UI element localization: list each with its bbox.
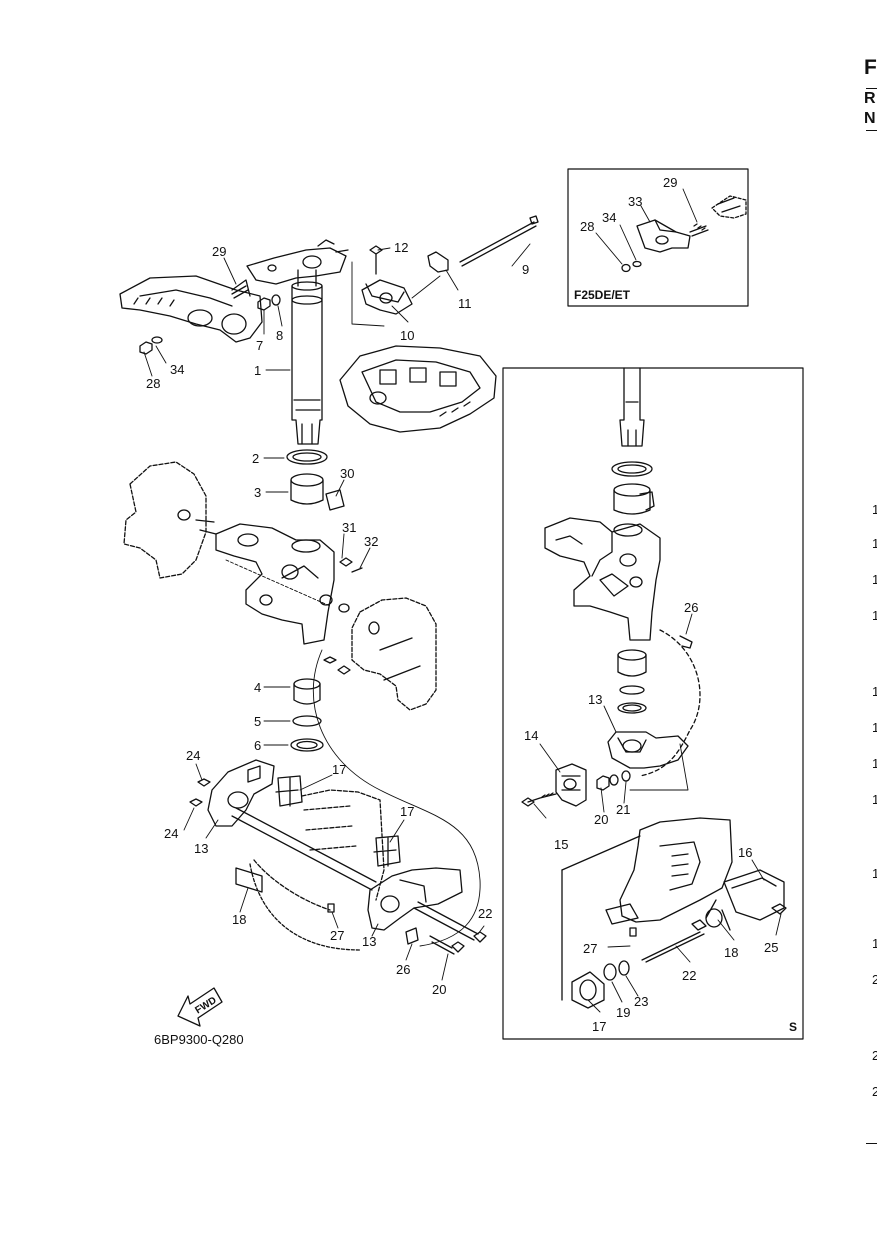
inset-top-leaders <box>595 188 698 265</box>
callout-22-inset: 22 <box>682 968 696 983</box>
edge-rule-bottom <box>866 1143 877 1144</box>
edge-row-number: 1 <box>872 866 877 881</box>
edge-row-number: 1 <box>872 502 877 517</box>
edge-row-number: 1 <box>872 608 877 623</box>
callout-29-inset: 29 <box>663 175 677 190</box>
section-marker: S <box>789 1020 797 1034</box>
callout-13-left: 13 <box>194 841 208 856</box>
callout-4: 4 <box>254 680 261 695</box>
edge-row-number: 2 <box>872 1084 877 1099</box>
inset-frame-right <box>502 367 804 1040</box>
callout-13-right: 13 <box>362 934 376 949</box>
callout-11: 11 <box>458 296 472 311</box>
upper-bracket-29 <box>119 275 281 355</box>
callout-33-inset: 33 <box>628 194 642 209</box>
main-callouts: 29 12 9 11 10 8 7 34 28 1 2 30 3 31 32 4… <box>146 240 529 997</box>
edge-row-number: 1 <box>872 684 877 699</box>
callout-17-left: 17 <box>332 762 346 777</box>
lower-mount-assembly <box>189 759 487 955</box>
callout-28-main: 28 <box>146 376 160 391</box>
edge-row-number: 1 <box>872 792 877 807</box>
callout-24-upper: 24 <box>186 748 200 763</box>
inset-top-callouts: 29 33 34 28 <box>580 175 677 234</box>
callout-23-inset: 23 <box>634 994 648 1009</box>
edge-row-number: 1 <box>872 536 877 551</box>
edge-header-letter-r: R <box>864 90 876 107</box>
callout-8: 8 <box>276 328 283 343</box>
callout-7: 7 <box>256 338 263 353</box>
fwd-arrow <box>177 987 223 1027</box>
callout-1: 1 <box>254 363 261 378</box>
edge-row-number: 1 <box>872 936 877 951</box>
callout-18-main: 18 <box>232 912 246 927</box>
clamp-and-swivel-bracket <box>123 449 481 947</box>
callout-26-inset: 26 <box>684 600 698 615</box>
reference-code: 6BP9300-Q280 <box>154 1032 244 1047</box>
callout-29-main: 29 <box>212 244 226 259</box>
callout-17-right: 17 <box>400 804 414 819</box>
callout-25-inset: 25 <box>764 940 778 955</box>
callout-12: 12 <box>394 240 408 255</box>
lower-cowling-base <box>339 345 497 433</box>
callout-34-main: 34 <box>170 362 184 377</box>
edge-row-number: 1 <box>872 572 877 587</box>
callout-24-lower: 24 <box>164 826 178 841</box>
callout-5: 5 <box>254 714 261 729</box>
callout-20-inset: 20 <box>594 812 608 827</box>
callout-10: 10 <box>400 328 414 343</box>
callout-34-inset: 34 <box>602 210 616 225</box>
callout-22-main: 22 <box>478 906 492 921</box>
callout-17-inset: 17 <box>592 1019 606 1034</box>
callout-18-inset: 18 <box>724 945 738 960</box>
callout-20-main: 20 <box>432 982 446 997</box>
callout-31: 31 <box>342 520 356 535</box>
callout-16-inset: 16 <box>738 845 752 860</box>
inset-right-drawing <box>521 367 787 1009</box>
callout-32: 32 <box>364 534 378 549</box>
edge-row-number: 1 <box>872 720 877 735</box>
callout-19-inset: 19 <box>616 1005 630 1020</box>
edge-header-letter-n: N <box>864 110 876 127</box>
edge-row-number: 2 <box>872 972 877 987</box>
callout-30: 30 <box>340 466 354 481</box>
edge-row-number: 1 <box>872 756 877 771</box>
bracket-10-and-link <box>351 215 539 327</box>
edge-rule-mid <box>866 130 877 131</box>
callout-3: 3 <box>254 485 261 500</box>
inset-model-label: F25DE/ET <box>574 288 631 302</box>
callout-15-inset: 15 <box>554 837 568 852</box>
steering-arm-and-shaft <box>246 239 349 445</box>
edge-rule-top <box>866 88 877 89</box>
main-leaders <box>143 243 531 981</box>
callout-2: 2 <box>252 451 259 466</box>
callout-21-inset: 21 <box>616 802 630 817</box>
inset-bracket-drawing <box>621 195 747 273</box>
inset-frame-top <box>567 168 749 307</box>
callout-9: 9 <box>522 262 529 277</box>
edge-header-letter-f: F <box>864 56 877 79</box>
callout-27-main: 27 <box>330 928 344 943</box>
inset-right-leaders <box>533 613 782 1013</box>
callout-26-main: 26 <box>396 962 410 977</box>
inset-right-callouts: 26 13 14 15 20 21 16 18 25 27 22 17 19 2… <box>524 600 778 1034</box>
callout-6: 6 <box>254 738 261 753</box>
callout-27-inset: 27 <box>583 941 597 956</box>
callout-14-inset: 14 <box>524 728 538 743</box>
edge-row-number: 2 <box>872 1048 877 1063</box>
callout-28-inset: 28 <box>580 219 594 234</box>
callout-13-inset: 13 <box>588 692 602 707</box>
